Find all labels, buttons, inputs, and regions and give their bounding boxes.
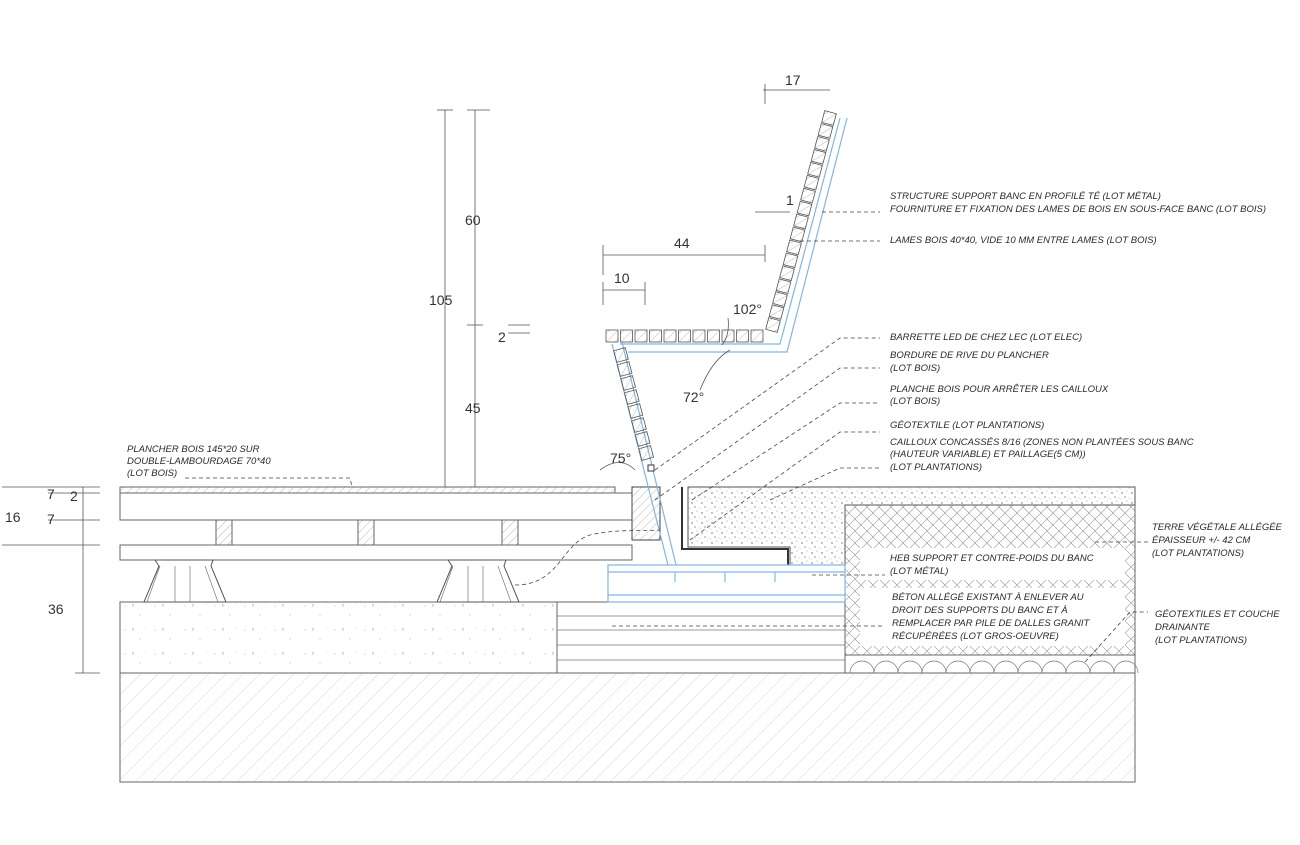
dim-deck-board: 7 <box>47 486 55 502</box>
dim-seat-front: 10 <box>614 270 630 286</box>
label-geotextiles-2: DRAINANTE <box>1155 622 1211 633</box>
bench-slat <box>775 278 792 295</box>
label-heb-1: HEB SUPPORT ET CONTRE-POIDS DU BANC <box>890 553 1094 564</box>
dimension-lines <box>2 84 830 674</box>
bench-slat <box>634 431 651 447</box>
dim-total-height: 105 <box>429 292 453 308</box>
label-heb-2: (LOT MÉTAL) <box>890 566 948 577</box>
label-geotextiles-1: GÉOTEXTILES ET COUCHE <box>1155 609 1280 620</box>
deck-edge-board <box>631 486 661 541</box>
label-terre-3: (LOT PLANTATIONS) <box>1152 548 1244 559</box>
bench-slat <box>810 148 827 165</box>
angle-leg: 75° <box>610 450 631 466</box>
drainage-layer <box>844 654 1139 674</box>
bench-slat <box>793 213 809 230</box>
bench-slat <box>620 329 633 343</box>
label-bordure-1: BORDURE DE RIVE DU PLANCHER <box>890 350 1049 361</box>
label-structure-2: FOURNITURE ET FIXATION DES LAMES DE BOIS… <box>890 204 1266 215</box>
bench-slat <box>634 329 648 343</box>
label-geotextile: GÉOTEXTILE (LOT PLANTATIONS) <box>890 420 1044 431</box>
label-beton-4: RÉCUPÉRÉES (LOT GROS-OEUVRE) <box>892 631 1059 642</box>
bench-slat <box>768 304 785 320</box>
label-cailloux-3: (LOT PLANTATIONS) <box>890 462 982 473</box>
label-plancher-1: PLANCHER BOIS 145*20 SUR <box>127 444 260 455</box>
bench-slat <box>736 329 749 343</box>
deck-pedestals <box>143 559 520 603</box>
bench-slat <box>663 329 677 343</box>
angle-front: 72° <box>683 389 704 405</box>
bench-slat <box>623 389 640 405</box>
heb-beam <box>607 564 846 603</box>
bench-slat <box>803 174 820 191</box>
label-lames: LAMES BOIS 40*40, VIDE 10 MM ENTRE LAMES… <box>890 235 1157 246</box>
bench-slat <box>786 239 802 256</box>
concrete-slab <box>119 601 558 674</box>
label-beton-3: REMPLACER PAR PILE DE DALLES GRANIT <box>892 618 1090 629</box>
bench-slat <box>692 329 706 343</box>
bench-slat <box>707 329 720 343</box>
label-beton-1: BÉTON ALLÉGÉ EXISTANT À ENLEVER AU <box>892 592 1084 603</box>
dim-deck-total: 16 <box>5 509 21 525</box>
bench-slat <box>789 226 806 243</box>
leader-lines <box>185 211 1148 663</box>
led-strip <box>647 464 655 472</box>
bench-slat <box>649 329 662 343</box>
label-cailloux-2: (HAUTEUR VARIABLE) ET PAILLAGE(5 CM)) <box>890 449 1086 460</box>
bench-slat <box>807 161 823 178</box>
dim-deck-gap: 2 <box>70 488 78 504</box>
label-terre-1: TERRE VÉGÉTALE ALLÉGÉE <box>1152 522 1283 533</box>
granite-slabs <box>556 601 846 674</box>
bench-slat <box>821 110 837 126</box>
bench-slat <box>817 123 834 139</box>
dim-small-gap: 2 <box>498 329 506 345</box>
bench-slat <box>750 329 764 343</box>
existing-ground <box>119 672 1136 783</box>
bench-slat <box>765 317 781 333</box>
bench-slat <box>782 252 799 269</box>
label-planche-1: PLANCHE BOIS POUR ARRÊTER LES CAILLOUX <box>890 384 1109 395</box>
bench-slat <box>620 375 637 391</box>
label-bordure-2: (LOT BOIS) <box>890 363 940 374</box>
bench-slat <box>800 187 816 204</box>
label-planche-2: (LOT BOIS) <box>890 396 940 407</box>
bench-slat <box>605 329 619 343</box>
bench <box>605 110 848 566</box>
bench-slat <box>814 136 830 152</box>
bench-slat <box>613 347 629 363</box>
dim-back-top: 17 <box>785 72 801 88</box>
dim-lower-height: 45 <box>465 400 481 416</box>
dim-slab: 36 <box>48 601 64 617</box>
bench-slat <box>638 445 655 461</box>
bench-slat <box>678 329 691 343</box>
label-structure-1: STRUCTURE SUPPORT BANC EN PROFILÉ TÉ (LO… <box>890 191 1161 202</box>
label-geotextiles-3: (LOT PLANTATIONS) <box>1155 635 1247 646</box>
bench-slat <box>779 265 795 282</box>
bench-slat <box>772 291 788 307</box>
dim-seat-depth: 44 <box>674 235 690 251</box>
bench-slat <box>796 200 813 217</box>
label-cailloux-1: CAILLOUX CONCASSÉS 8/16 (ZONES NON PLANT… <box>890 437 1194 448</box>
bench-slat <box>631 417 647 433</box>
dim-deck-joist: 7 <box>47 511 55 527</box>
label-beton-2: DROIT DES SUPPORTS DU BANC ET À <box>892 605 1068 616</box>
angle-back: 102° <box>733 301 762 317</box>
label-terre-2: ÉPAISSEUR +/- 42 CM <box>1152 535 1250 546</box>
label-plancher-2: DOUBLE-LAMBOURDAGE 70*40 <box>127 456 271 467</box>
dim-back-gap: 1 <box>786 192 794 208</box>
label-plancher-3: (LOT BOIS) <box>127 468 177 479</box>
bench-slat <box>627 403 644 419</box>
bench-slat <box>616 361 633 377</box>
label-led: BARRETTE LED DE CHEZ LEC (LOT ELEC) <box>890 332 1082 343</box>
dim-upper-height: 60 <box>465 212 481 228</box>
wood-deck <box>119 486 661 561</box>
